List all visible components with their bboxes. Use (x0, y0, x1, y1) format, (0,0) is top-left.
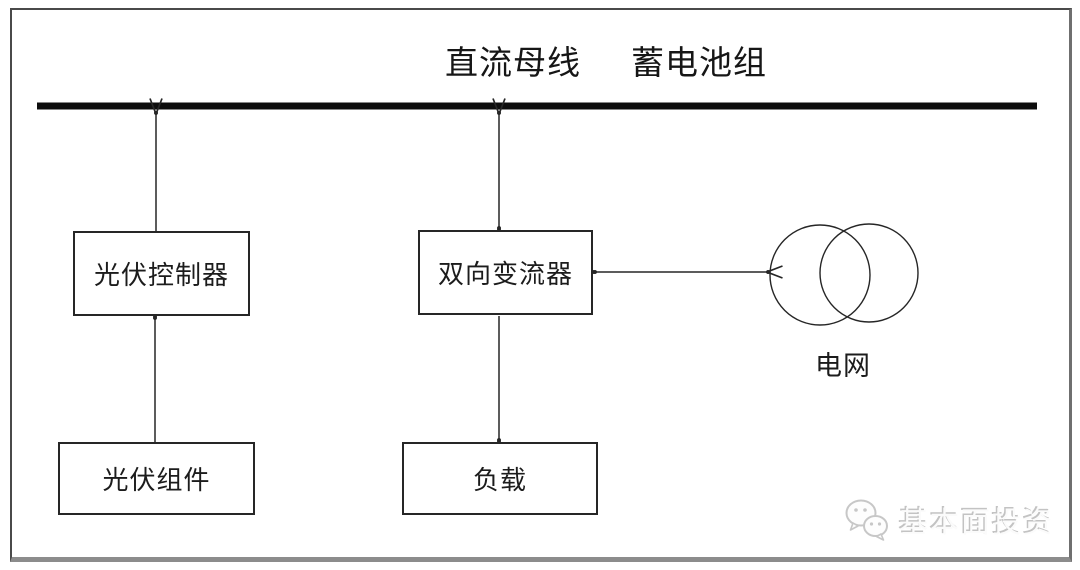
pv-module-box: 光伏组件 (58, 442, 255, 515)
bidirectional-converter-label: 双向变流器 (437, 259, 573, 289)
bidirectional-converter-box: 双向变流器 (418, 230, 593, 315)
pv-controller-label: 光伏控制器 (93, 260, 229, 290)
watermark-text: 基本面投资 (898, 507, 1054, 539)
grid-symbol-circle-right (819, 223, 919, 323)
pv-module-label: 光伏组件 (102, 465, 211, 495)
pv-controller-box: 光伏控制器 (73, 231, 250, 316)
dc-bus-label: 直流母线 (445, 44, 581, 81)
load-label: 负载 (472, 465, 527, 495)
battery-pack-label: 蓄电池组 (631, 44, 767, 81)
watermark: 基本面投资 (844, 498, 1054, 542)
load-box: 负载 (402, 442, 598, 515)
grid-label: 电网 (815, 351, 871, 381)
wechat-icon (845, 499, 888, 541)
grid-symbol-circle-left (769, 224, 871, 326)
